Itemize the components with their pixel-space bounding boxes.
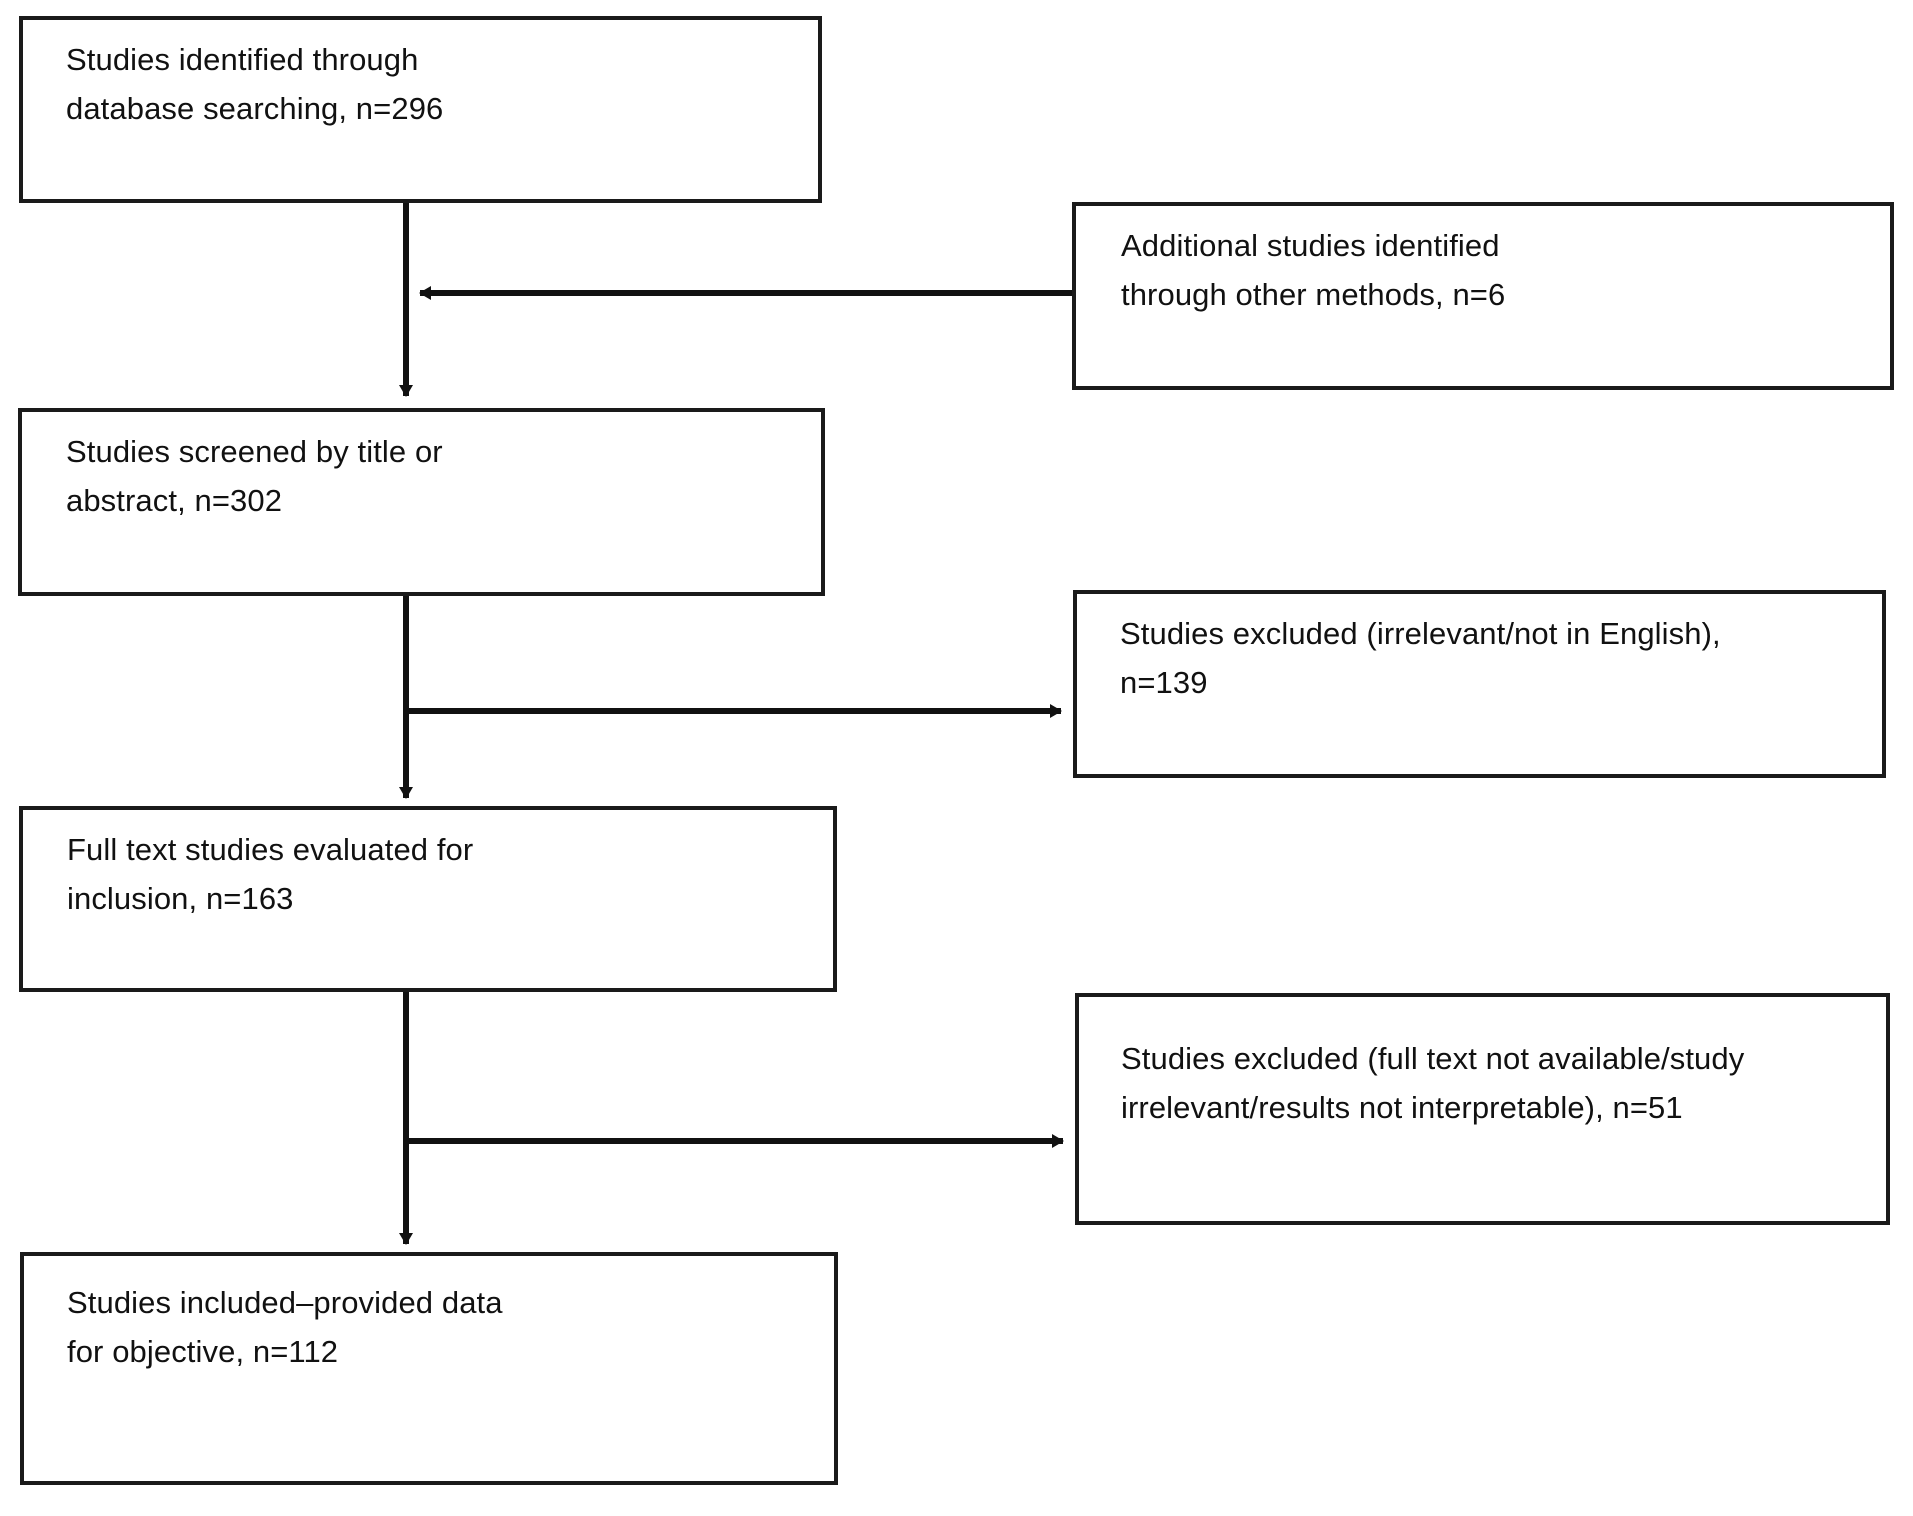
box-excluded-fulltext [1075,993,1890,1225]
box-fulltext-evaluated [19,806,837,992]
box-screened-text: Studies screened by title or abstract, n… [66,434,443,518]
box-excluded-screening-text: Studies excluded (irrelevant/not in Engl… [1120,616,1721,700]
box-identified-database [19,16,822,203]
box-excluded-screening [1073,590,1886,778]
box-included [20,1252,838,1485]
box-identified-other-text: Additional studies identified through ot… [1121,228,1506,312]
box-fulltext-evaluated-text: Full text studies evaluated for inclusio… [67,832,474,916]
box-included-text: Studies included–provided data for objec… [67,1285,503,1369]
box-identified-database-text: Studies identified through database sear… [66,42,444,126]
box-screened [18,408,825,596]
box-excluded-fulltext-text: Studies excluded (full text not availabl… [1121,1041,1745,1125]
box-identified-other [1072,202,1894,390]
